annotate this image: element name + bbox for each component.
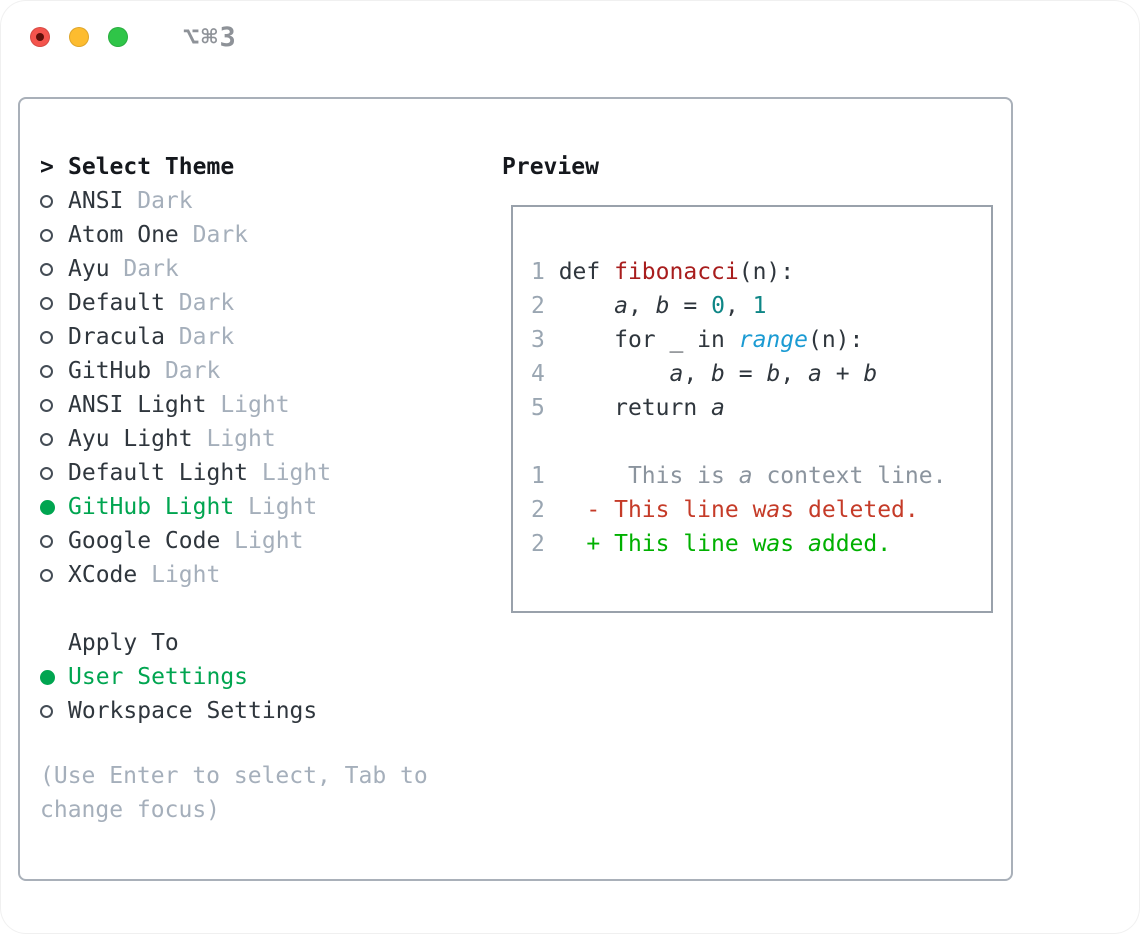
preview-pane: 1 def fibonacci(n): 2 a, b = 0, 1 3 for _ … (511, 205, 993, 613)
theme-option[interactable]: GitHub Dark (40, 354, 331, 388)
code-line: 3 for _ in range(n): (531, 327, 864, 353)
option-variant-tag: Light (192, 426, 276, 452)
option-label: Workspace Settings (68, 698, 318, 724)
radio-icon (40, 194, 53, 208)
theme-option[interactable]: Atom One Dark (40, 218, 331, 252)
theme-option[interactable]: Google Code Light (40, 524, 331, 558)
code-line: 5 return a (531, 395, 725, 421)
radio-icon (40, 432, 53, 446)
help-text: (Use Enter to select, Tab to change focus… (40, 759, 428, 827)
apply-to-title: Apply To (68, 630, 179, 656)
option-variant-tag: Dark (164, 290, 235, 316)
option-label: Default (68, 290, 165, 316)
option-label: XCode (68, 562, 138, 588)
theme-option[interactable]: ANSI Light Light (40, 388, 331, 422)
option-label: GitHub Light (68, 494, 235, 520)
code-line: 2 a, b = 0, 1 (531, 293, 767, 319)
option-label: Dracula (68, 324, 165, 350)
radio-icon (40, 228, 53, 242)
theme-option[interactable]: Default Light Light (40, 456, 331, 490)
option-variant-tag: Dark (178, 222, 249, 248)
apply-to-option[interactable]: Workspace Settings (40, 694, 317, 728)
code-line: 1 This is a context line. (531, 463, 947, 489)
radio-icon (40, 262, 53, 276)
zoom-button[interactable] (108, 27, 128, 47)
option-label: User Settings (68, 664, 249, 690)
window-shortcut-label: ⌥⌘3 (183, 21, 238, 53)
code-line: 4 a, b = b, a + b (531, 361, 878, 387)
theme-option[interactable]: GitHub Light Light (40, 490, 331, 524)
radio-icon (40, 364, 53, 378)
radio-icon (40, 398, 53, 412)
theme-option[interactable]: Default Dark (40, 286, 331, 320)
apply-to-option[interactable]: User Settings (40, 660, 317, 694)
option-variant-tag: Light (137, 562, 221, 588)
option-variant-tag: Light (220, 528, 304, 554)
option-label: ANSI Light (68, 392, 207, 418)
minimize-button[interactable] (69, 27, 89, 47)
code-line: 1 def fibonacci(n): (531, 259, 795, 285)
code-line (531, 425, 991, 459)
radio-icon (40, 568, 53, 582)
theme-list-title: Select Theme (68, 154, 235, 180)
theme-option[interactable]: XCode Light (40, 558, 331, 592)
radio-selected-icon (40, 669, 55, 685)
theme-option[interactable]: Dracula Dark (40, 320, 331, 354)
theme-option[interactable]: Ayu Dark (40, 252, 331, 286)
option-label: Default Light (68, 460, 249, 486)
preview-title: Preview (502, 154, 599, 180)
option-label: Atom One (68, 222, 179, 248)
radio-icon (40, 534, 53, 548)
theme-option[interactable]: ANSI Dark (40, 184, 331, 218)
selection-caret-icon: > (40, 154, 54, 180)
radio-selected-icon (40, 499, 55, 515)
option-label: Ayu (68, 256, 110, 282)
option-variant-tag: Light (248, 460, 332, 486)
theme-list-header: > Select Theme (40, 150, 331, 184)
option-variant-tag: Dark (109, 256, 179, 282)
radio-icon (40, 704, 53, 718)
option-variant-tag: Dark (123, 188, 193, 214)
option-label: Ayu Light (68, 426, 193, 452)
radio-icon (40, 330, 53, 344)
title-bar: ⌥⌘3 (0, 0, 1140, 74)
radio-icon (40, 466, 53, 480)
option-variant-tag: Dark (164, 324, 235, 350)
option-label: Google Code (68, 528, 221, 554)
help-text-line: (Use Enter to select, Tab to (40, 763, 428, 789)
theme-option[interactable]: Ayu Light Light (40, 422, 331, 456)
radio-icon (40, 296, 53, 310)
code-line: 2 - This line was deleted. (531, 497, 919, 523)
code-line: 2 + This line was added. (531, 531, 892, 557)
close-button[interactable] (30, 27, 50, 47)
option-label: ANSI (68, 188, 124, 214)
option-variant-tag: Light (234, 494, 318, 520)
apply-to-header: Apply To (40, 626, 317, 660)
option-label: GitHub (68, 358, 152, 384)
option-variant-tag: Light (206, 392, 290, 418)
help-text-line: change focus) (40, 797, 221, 823)
option-variant-tag: Dark (151, 358, 221, 384)
